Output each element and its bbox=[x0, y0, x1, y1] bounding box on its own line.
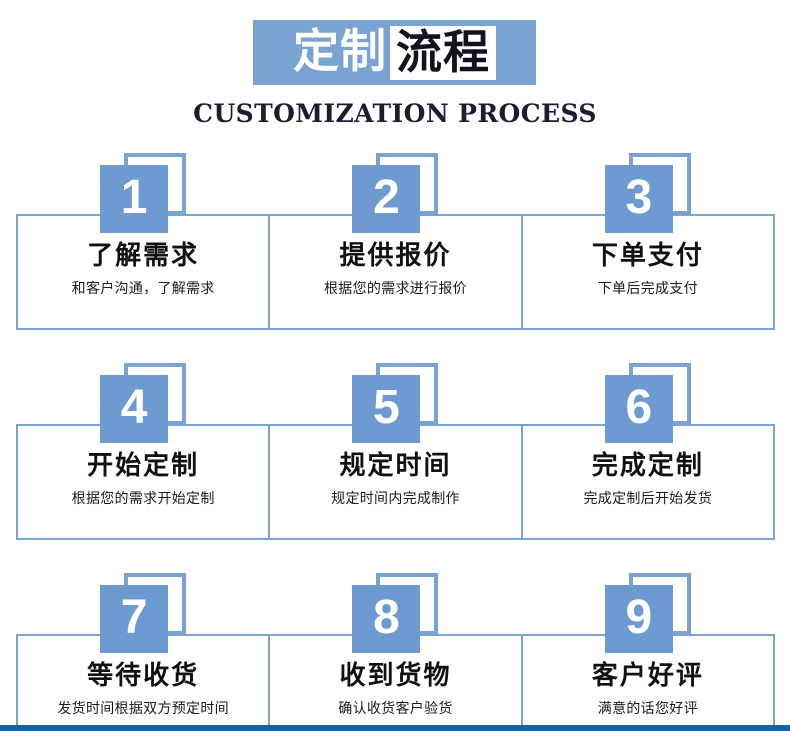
process-row-2: 4 开始定制 根据您的需求开始定制 5 bbox=[16, 356, 775, 540]
step-title-3: 下单支付 bbox=[591, 240, 704, 270]
step-number-filled-square-1: 1 bbox=[100, 165, 169, 233]
process-step-card-1[interactable]: 1 了解需求 和客户沟通，了解需求 bbox=[18, 148, 268, 332]
step-number-filled-square-2: 2 bbox=[352, 165, 421, 233]
process-cell-5: 5 规定时间 规定时间内完成制作 bbox=[270, 363, 523, 538]
step-subtitle-6: 完成定制后开始发货 bbox=[583, 489, 713, 506]
step-number-mark-2: 2 bbox=[352, 153, 439, 233]
step-title-9: 客户好评 bbox=[591, 660, 704, 690]
step-number-mark-1: 1 bbox=[100, 153, 187, 233]
step-number-mark-5: 5 bbox=[352, 363, 439, 443]
process-cell-6: 6 完成定制 完成定制后开始发货 bbox=[523, 363, 773, 538]
step-title-1: 了解需求 bbox=[87, 240, 200, 270]
step-number-filled-square-6: 6 bbox=[604, 375, 673, 443]
step-subtitle-7: 发货时间根据双方预定时间 bbox=[57, 699, 229, 716]
process-row-frame-1: 1 了解需求 和客户沟通，了解需求 2 bbox=[16, 153, 775, 330]
process-cell-8: 8 收到货物 确认收货客户验货 bbox=[270, 573, 523, 731]
process-cell-7: 7 等待收货 发货时间根据双方预定时间 bbox=[18, 573, 271, 731]
step-title-2: 提供报价 bbox=[339, 240, 452, 270]
process-cell-2: 2 提供报价 根据您的需求进行报价 bbox=[270, 153, 523, 328]
process-cell-9: 9 客户好评 满意的话您好评 bbox=[523, 573, 773, 731]
process-cell-3: 3 下单支付 下单后完成支付 bbox=[523, 153, 773, 328]
step-number-text-1: 1 bbox=[120, 171, 148, 224]
step-number-filled-square-3: 3 bbox=[604, 165, 673, 233]
step-number-text-9: 9 bbox=[625, 591, 653, 644]
step-number-mark-3: 3 bbox=[604, 153, 691, 233]
title-english-subtitle: CUSTOMIZATION PROCESS bbox=[193, 99, 597, 128]
step-number-mark-7: 7 bbox=[100, 573, 187, 653]
step-number-mark-9: 9 bbox=[604, 573, 691, 653]
step-subtitle-9: 满意的话您好评 bbox=[597, 699, 698, 716]
process-step-card-3[interactable]: 3 下单支付 下单后完成支付 bbox=[523, 148, 773, 332]
step-number-text-2: 2 bbox=[373, 171, 400, 224]
process-step-card-9[interactable]: 9 客户好评 满意的话您好评 bbox=[523, 568, 773, 731]
process-step-card-6[interactable]: 6 完成定制 完成定制后开始发货 bbox=[523, 358, 773, 542]
process-row-frame-2: 4 开始定制 根据您的需求开始定制 5 bbox=[16, 363, 775, 540]
step-number-filled-square-9: 9 bbox=[604, 585, 673, 653]
process-step-card-5[interactable]: 5 规定时间 规定时间内完成制作 bbox=[270, 358, 520, 542]
title-badge: 定制 流程 bbox=[253, 20, 536, 85]
step-title-5: 规定时间 bbox=[339, 450, 452, 480]
step-number-text-3: 3 bbox=[625, 171, 653, 224]
step-subtitle-4: 根据您的需求开始定制 bbox=[71, 489, 215, 506]
process-row-3: 7 等待收货 发货时间根据双方预定时间 8 bbox=[16, 566, 775, 731]
title-chinese-primary: 定制 bbox=[293, 24, 387, 78]
step-title-7: 等待收货 bbox=[87, 660, 200, 690]
step-number-text-8: 8 bbox=[373, 591, 400, 644]
step-subtitle-8: 确认收货客户验货 bbox=[338, 699, 453, 716]
step-title-8: 收到货物 bbox=[339, 660, 452, 690]
process-step-card-8[interactable]: 8 收到货物 确认收货客户验货 bbox=[270, 568, 520, 731]
process-step-card-7[interactable]: 7 等待收货 发货时间根据双方预定时间 bbox=[18, 568, 268, 731]
process-cell-1: 1 了解需求 和客户沟通，了解需求 bbox=[18, 153, 271, 328]
process-steps-grid: 1 了解需求 和客户沟通，了解需求 2 bbox=[16, 146, 775, 731]
step-subtitle-5: 规定时间内完成制作 bbox=[331, 489, 460, 506]
step-number-mark-4: 4 bbox=[100, 363, 187, 443]
step-number-text-5: 5 bbox=[373, 381, 400, 434]
step-subtitle-2: 根据您的需求进行报价 bbox=[323, 279, 467, 296]
process-step-card-2[interactable]: 2 提供报价 根据您的需求进行报价 bbox=[270, 148, 520, 332]
step-number-filled-square-4: 4 bbox=[100, 375, 169, 443]
process-row-frame-3: 7 等待收货 发货时间根据双方预定时间 8 bbox=[16, 573, 775, 731]
step-subtitle-3: 下单后完成支付 bbox=[597, 279, 698, 296]
step-number-filled-square-7: 7 bbox=[100, 585, 169, 653]
step-number-filled-square-5: 5 bbox=[352, 375, 421, 443]
step-number-text-7: 7 bbox=[120, 591, 148, 644]
process-step-card-4[interactable]: 4 开始定制 根据您的需求开始定制 bbox=[18, 358, 268, 542]
step-number-text-4: 4 bbox=[120, 381, 148, 434]
step-title-6: 完成定制 bbox=[591, 450, 704, 480]
footer-accent-bar bbox=[0, 725, 790, 731]
step-number-text-6: 6 bbox=[625, 381, 653, 434]
process-cell-4: 4 开始定制 根据您的需求开始定制 bbox=[18, 363, 271, 538]
step-number-mark-6: 6 bbox=[604, 363, 691, 443]
page-header: 定制 流程 CUSTOMIZATION PROCESS bbox=[0, 0, 790, 140]
step-subtitle-1: 和客户沟通，了解需求 bbox=[71, 279, 215, 296]
step-number-filled-square-8: 8 bbox=[352, 585, 421, 653]
process-row-1: 1 了解需求 和客户沟通，了解需求 2 bbox=[16, 146, 775, 330]
title-chinese-boxed: 流程 bbox=[390, 25, 496, 80]
step-number-mark-8: 8 bbox=[352, 573, 439, 653]
step-title-4: 开始定制 bbox=[87, 450, 200, 480]
